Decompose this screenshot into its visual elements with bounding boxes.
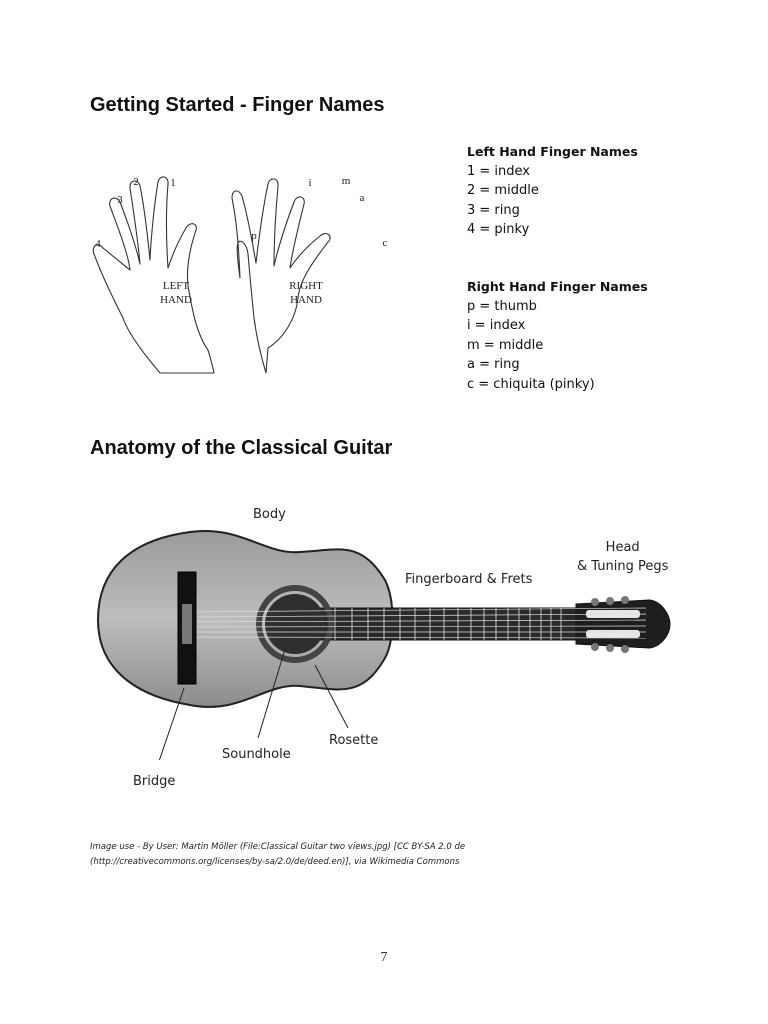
list-item: 2 = middle bbox=[467, 183, 539, 198]
right-finger-m: m bbox=[342, 175, 351, 187]
list-item: a = ring bbox=[467, 357, 520, 372]
left-finger-4: 4 bbox=[95, 238, 101, 250]
right-finger-p: p bbox=[251, 230, 257, 242]
label-soundhole: Soundhole bbox=[222, 747, 291, 762]
left-hand-finger-list: Left Hand Finger Names 1 = index 2 = mid… bbox=[467, 142, 638, 240]
image-credit: Image use - By User: Martin Möller (File… bbox=[90, 842, 466, 867]
left-finger-1: 1 bbox=[170, 177, 176, 189]
label-bridge: Bridge bbox=[133, 774, 176, 789]
right-finger-c: c bbox=[383, 237, 388, 249]
right-hand-label-2: HAND bbox=[290, 294, 322, 306]
label-fingerboard: Fingerboard & Frets bbox=[405, 572, 533, 587]
guitar-fingerboard bbox=[317, 607, 577, 641]
right-hand-outline bbox=[231, 178, 331, 374]
left-hand-label-2: HAND bbox=[160, 294, 192, 306]
label-body: Body bbox=[253, 507, 286, 522]
left-finger-2: 2 bbox=[133, 176, 139, 188]
list-item: 1 = index bbox=[467, 163, 530, 179]
guitar-soundhole bbox=[265, 594, 325, 654]
label-rosette: Rosette bbox=[329, 733, 379, 748]
section-title-finger-names: Getting Started - Finger Names bbox=[90, 94, 385, 116]
right-hand-finger-list: Right Hand Finger Names p = thumb i = in… bbox=[467, 277, 648, 394]
page-number: 7 bbox=[380, 950, 388, 965]
left-finger-3: 3 bbox=[117, 194, 123, 206]
list-item: 4 = pinky bbox=[467, 222, 530, 237]
list-item: c = chiquita (pinky) bbox=[467, 376, 595, 392]
list-item: i = index bbox=[467, 318, 526, 333]
list-item: p = thumb bbox=[467, 298, 537, 314]
guitar-body bbox=[96, 529, 394, 708]
section-title-guitar-anatomy: Anatomy of the Classical Guitar bbox=[90, 437, 393, 459]
hands-diagram: LEFT HAND RIGHT HAND 4 3 2 1 p i m a c bbox=[92, 175, 388, 374]
guitar-rosette bbox=[256, 585, 334, 663]
label-head-line-2: & Tuning Pegs bbox=[577, 559, 669, 574]
right-list-heading: Right Hand Finger Names bbox=[467, 279, 648, 294]
list-item: m = middle bbox=[467, 337, 544, 353]
label-head-line-1: Head bbox=[605, 540, 640, 555]
label-head: Head & Tuning Pegs bbox=[577, 538, 668, 576]
guitar-illustration bbox=[96, 529, 671, 760]
right-finger-a: a bbox=[360, 192, 365, 204]
left-list-heading: Left Hand Finger Names bbox=[467, 144, 638, 159]
left-hand-outline bbox=[92, 176, 215, 374]
right-hand-label-1: RIGHT bbox=[289, 280, 323, 292]
list-item: 3 = ring bbox=[467, 202, 520, 218]
right-finger-i: i bbox=[308, 177, 311, 189]
left-hand-label-1: LEFT bbox=[163, 280, 190, 292]
guitar-head bbox=[575, 599, 671, 649]
